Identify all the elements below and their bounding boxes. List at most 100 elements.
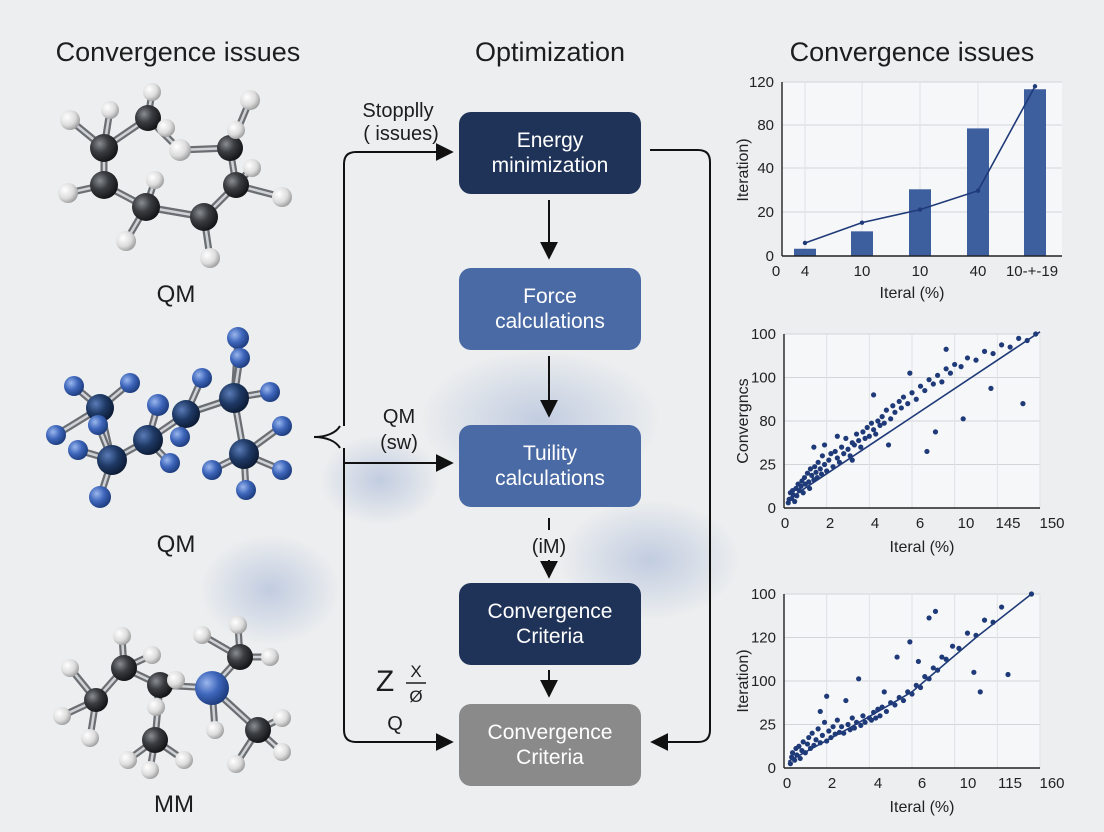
x-tick-label: 0 — [781, 515, 789, 532]
hydrogen-atom — [272, 187, 292, 207]
scatter-point — [821, 719, 828, 725]
scatter-point — [856, 676, 862, 682]
scatter-point — [868, 717, 875, 723]
carbon-atom — [147, 672, 173, 698]
scatter-point — [839, 444, 845, 450]
blue-atom — [202, 460, 222, 480]
scatter-point — [926, 377, 932, 383]
scatter-point — [832, 448, 838, 455]
side-label-mid-line1: QM — [383, 406, 415, 428]
carbon-atom — [142, 727, 168, 753]
scatter-point — [977, 689, 983, 695]
x-tick-label: 6 — [916, 515, 924, 532]
trend-point — [1032, 84, 1038, 89]
x-tick-label: 10 — [854, 263, 871, 280]
hydrogen-atom — [273, 743, 291, 761]
navy-atom — [219, 383, 249, 413]
input-connectors — [313, 143, 711, 751]
hydrogen-atom — [167, 671, 185, 689]
scatter-point — [890, 403, 896, 409]
y-tick-label: 25 — [759, 717, 776, 734]
hydrogen-atom — [141, 761, 159, 779]
scatter-point — [981, 348, 988, 354]
scatter-point — [879, 414, 885, 420]
flow-box-line2: minimization — [492, 154, 609, 177]
y-tick-label: 80 — [759, 413, 776, 430]
blue-atom — [46, 425, 66, 445]
scatter-point — [804, 470, 811, 476]
x-origin-label: 0 — [772, 263, 780, 280]
trend-point — [859, 220, 865, 225]
scatter-point — [804, 741, 811, 747]
side-symbol-z: Z — [376, 665, 394, 698]
scatter-point — [892, 409, 898, 415]
scatter-point — [883, 708, 890, 715]
scatter-point — [792, 498, 798, 505]
y-tick-label: 120 — [751, 630, 776, 647]
y-tick-label: 120 — [749, 74, 774, 91]
blue-atom — [160, 453, 180, 473]
carbon-atom — [227, 644, 253, 670]
y-tick-label: 100 — [751, 326, 776, 343]
navy-atom — [229, 439, 259, 469]
scatter-point — [988, 385, 994, 391]
hydrogen-atom — [147, 698, 165, 716]
flow-box-line2: calculations — [495, 467, 605, 490]
scatter-point — [973, 357, 979, 363]
bar — [909, 189, 931, 256]
scatter-point — [949, 643, 956, 649]
atoms — [58, 83, 292, 268]
scatter-point — [801, 474, 808, 481]
flow-box-bg — [459, 268, 641, 350]
scatter-point — [845, 721, 851, 728]
navy-atom — [86, 394, 114, 422]
scatter-point — [843, 697, 849, 704]
hydrogen-atom — [58, 183, 78, 203]
scatter-point — [843, 435, 849, 441]
trend-point — [975, 188, 981, 193]
side-fraction-top: X — [410, 662, 421, 681]
scatter-point — [990, 350, 996, 357]
carbon-atom — [245, 717, 271, 743]
scatter-point — [821, 442, 828, 448]
x-tick-label: 10 — [958, 515, 975, 532]
y-axis-title: Iteration) — [735, 138, 752, 201]
scatter-point — [839, 724, 845, 730]
y-tick-label: 0 — [766, 248, 774, 265]
scatter-point — [932, 608, 939, 615]
scatter-point — [909, 390, 915, 396]
scatter-point — [819, 453, 826, 459]
scatter-point — [958, 364, 964, 370]
scatter-point — [947, 370, 954, 376]
scatter-point — [858, 444, 864, 450]
x-tick-label: 150 — [1039, 515, 1064, 532]
blue-atom — [236, 480, 256, 500]
scatter-point — [1016, 335, 1022, 341]
scatter-point — [813, 737, 819, 743]
scatter-point — [924, 448, 930, 455]
scatter-point — [915, 658, 922, 665]
y-tick-label: 80 — [757, 117, 774, 134]
scatter-point — [817, 708, 823, 715]
scatter-point — [881, 689, 887, 695]
blue-atom — [230, 348, 250, 368]
scatter-point — [806, 734, 812, 741]
hydrogen-atom — [200, 248, 220, 268]
flow-note: (iM) — [532, 536, 566, 558]
scatter-point — [999, 342, 1005, 348]
flow-box-line1: Convergence — [488, 600, 613, 623]
x-tick-label: 115 — [998, 775, 1022, 792]
x-tick-label: 40 — [970, 263, 987, 280]
hydrogen-atom — [60, 110, 80, 130]
blue-atom — [195, 671, 229, 705]
scatter-point — [864, 424, 870, 431]
y-tick-label: 0 — [768, 500, 776, 517]
trend-point — [917, 207, 923, 212]
side-label-q: Q — [387, 713, 403, 735]
optimization-flowchart: EnergyminimizationForcecalculationsTuili… — [459, 112, 641, 786]
scatter-point — [800, 739, 806, 745]
scatter-point — [849, 457, 855, 463]
scatter-point — [956, 645, 962, 651]
